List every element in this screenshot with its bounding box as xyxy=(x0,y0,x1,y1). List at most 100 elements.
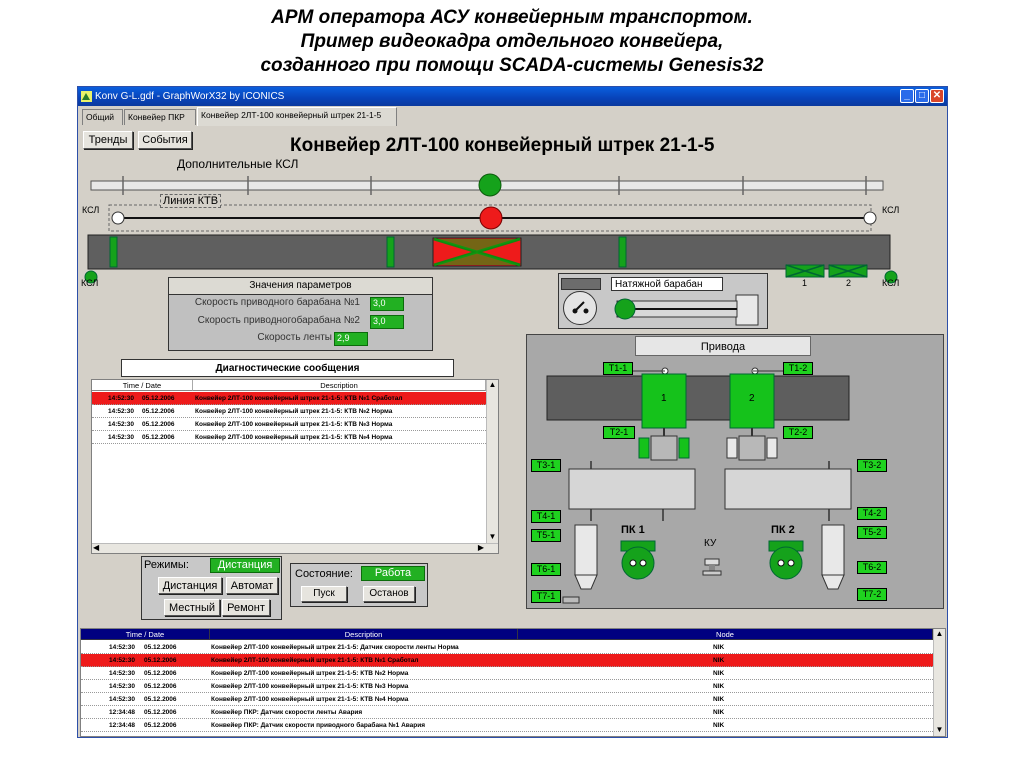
ksl-right-indicator xyxy=(884,270,898,284)
ktv-alarm-indicator xyxy=(479,206,503,230)
ktv-line-label: Линия КТВ xyxy=(160,194,222,208)
blocked-section xyxy=(432,237,522,267)
mode-distance-button[interactable]: Дистанция xyxy=(158,577,222,594)
app-icon xyxy=(81,91,92,102)
scroll-left-icon[interactable]: ◀ xyxy=(93,543,100,552)
param-label-drum1: Скорость приводного барабана №1 xyxy=(194,297,360,308)
mode-auto-button[interactable]: Автомат xyxy=(226,577,278,594)
mode-repair-button[interactable]: Ремонт xyxy=(222,599,270,616)
drives-title: Привода xyxy=(635,336,811,356)
sensor-t7-2[interactable]: Т7-2 xyxy=(857,588,887,601)
tension-drum-panel: Натяжной барабан xyxy=(558,273,768,329)
ksl-right-top-label: КСЛ xyxy=(882,205,900,215)
window-titlebar[interactable]: Konv G-L.gdf - GraphWorX32 by ICONICS _ … xyxy=(78,87,947,106)
param-value-drum2: 3,0 xyxy=(370,315,404,329)
tension-drum-label: Натяжной барабан xyxy=(611,277,723,291)
scroll-right-icon[interactable]: ▶ xyxy=(477,543,484,552)
diag-vertical-scrollbar[interactable]: ▲ ▼ xyxy=(486,380,498,543)
params-panel: Значения параметров Скорость приводного … xyxy=(168,277,433,351)
scroll-down-icon[interactable]: ▼ xyxy=(488,532,497,541)
tab-conveyor-2lt100[interactable]: Конвейер 2ЛТ-100 конвейерный штрек 21-1-… xyxy=(197,107,397,126)
pk2-label: ПК 2 xyxy=(771,524,795,536)
param-value-belt-speed: 2,9 xyxy=(334,332,368,346)
tab-general[interactable]: Общий xyxy=(82,109,123,125)
trends-button[interactable]: Тренды xyxy=(83,131,133,149)
drives-schematic xyxy=(546,367,852,604)
scroll-down-icon[interactable]: ▼ xyxy=(935,725,944,734)
slide-heading: АРМ оператора АСУ конвейерным транспорто… xyxy=(0,6,1024,78)
sensor-t2-1[interactable]: Т2-1 xyxy=(603,426,635,439)
sensor-t3-1[interactable]: Т3-1 xyxy=(531,459,561,472)
alarm-col-description[interactable]: Description xyxy=(210,629,518,640)
close-button[interactable]: ✕ xyxy=(930,89,944,103)
tension-drum-switch-icon xyxy=(563,291,597,325)
ksl-right-bottom-label: КСЛ xyxy=(882,278,900,288)
diag-col-description[interactable]: Description xyxy=(193,380,486,391)
mode-local-button[interactable]: Местный xyxy=(164,599,220,616)
kt-2-label: 2 xyxy=(846,278,852,288)
ksl-left-bottom-label: КСЛ xyxy=(81,278,99,288)
modes-panel: Режимы: Дистанция Дистанция Автомат Мест… xyxy=(141,556,282,620)
sensor-t4-1[interactable]: Т4-1 xyxy=(531,510,561,523)
sensor-t1-1[interactable]: Т1-1 xyxy=(603,362,633,375)
kt-1-label: 1 xyxy=(802,278,808,288)
extra-ksl-label: Дополнительные КСЛ xyxy=(177,157,299,171)
slide-heading-line-2: Пример видеокадра отдельного конвейера, xyxy=(300,31,724,52)
sensor-t5-2[interactable]: Т5-2 xyxy=(857,526,887,539)
minimize-button[interactable]: _ xyxy=(900,89,914,103)
sensor-t4-2[interactable]: Т4-2 xyxy=(857,507,887,520)
drives-panel: Привода xyxy=(526,334,944,609)
maximize-button[interactable]: □ xyxy=(915,89,929,103)
sensor-t3-2[interactable]: Т3-2 xyxy=(857,459,887,472)
sensor-t7-1[interactable]: Т7-1 xyxy=(531,590,561,603)
pk1-label: ПК 1 xyxy=(621,524,645,536)
slide-heading-line-1: АРМ оператора АСУ конвейерным транспорто… xyxy=(271,7,753,28)
alarm-col-time[interactable]: Time / Date xyxy=(81,629,210,640)
sensor-t2-2[interactable]: Т2-2 xyxy=(783,426,813,439)
stop-button[interactable]: Останов xyxy=(363,586,415,602)
param-label-belt-speed: Скорость ленты xyxy=(257,332,332,343)
alarm-log-vertical-scrollbar[interactable]: ▲ ▼ xyxy=(933,629,945,736)
ku-button-icon xyxy=(702,558,722,576)
tension-drum-indicator-bar xyxy=(561,278,601,290)
ku-label: КУ xyxy=(704,538,717,549)
param-value-drum1: 3,0 xyxy=(370,297,404,311)
events-button[interactable]: События xyxy=(138,131,192,149)
sensor-t6-2[interactable]: Т6-2 xyxy=(857,561,887,574)
modes-label: Режимы: xyxy=(144,559,189,571)
tab-conveyor-pkr[interactable]: Конвейер ПКР xyxy=(124,109,196,125)
diag-title: Диагностические сообщения xyxy=(121,359,454,377)
conveyor-mimic xyxy=(84,173,898,284)
kt-box-2 xyxy=(828,264,868,278)
motor-2-label: 2 xyxy=(749,393,755,404)
graphworx-window: Konv G-L.gdf - GraphWorX32 by ICONICS _ … xyxy=(77,86,948,738)
scroll-up-icon[interactable]: ▲ xyxy=(935,629,944,638)
alarm-col-node[interactable]: Node xyxy=(518,629,933,640)
diag-col-time[interactable]: Time / Date xyxy=(92,380,193,391)
belt-sensor-2 xyxy=(386,236,395,268)
page-title: Конвейер 2ЛТ-100 конвейерный штрек 21-1-… xyxy=(290,135,715,156)
start-button[interactable]: Пуск xyxy=(301,586,347,602)
diag-horizontal-scrollbar[interactable]: ◀ ▶ xyxy=(92,543,498,553)
sensor-t1-2[interactable]: Т1-2 xyxy=(783,362,813,375)
sensor-t6-1[interactable]: Т6-1 xyxy=(531,563,561,576)
slide-heading-line-3: созданного при помощи SCADA-системы Gene… xyxy=(260,55,764,76)
scroll-up-icon[interactable]: ▲ xyxy=(488,380,497,389)
state-label: Состояние: xyxy=(295,568,353,580)
ksl-left-top-label: КСЛ xyxy=(82,205,100,215)
sensor-t5-1[interactable]: Т5-1 xyxy=(531,529,561,542)
param-label-drum2: Скорость приводногобарабана №2 xyxy=(197,315,360,326)
